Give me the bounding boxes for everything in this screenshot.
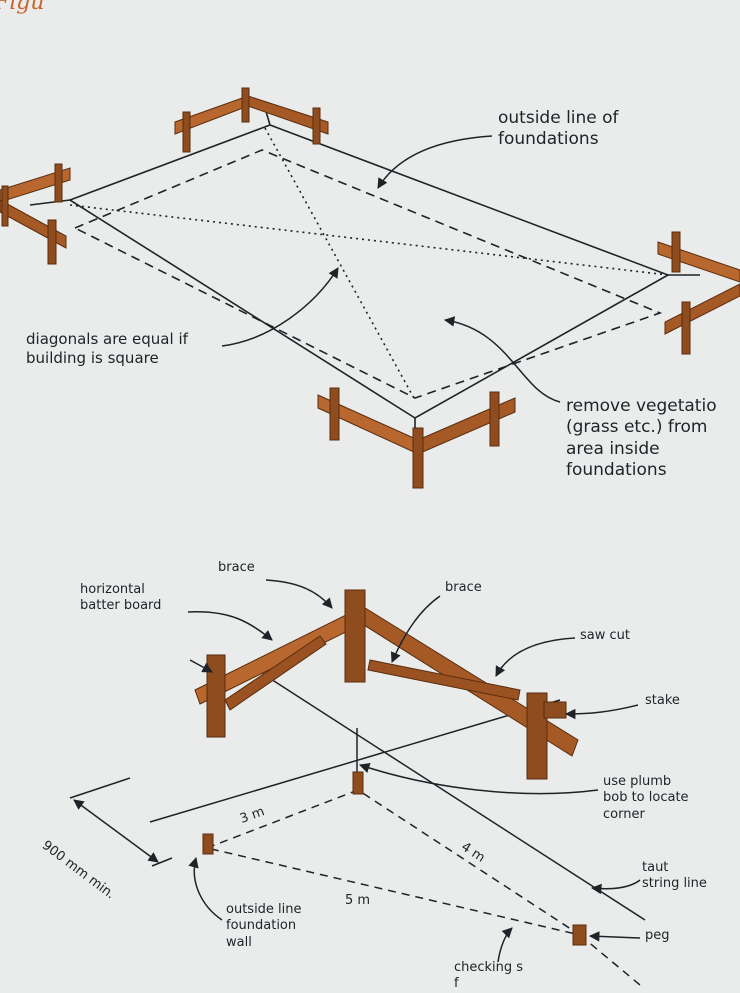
label-horizontal-batter-board: horizontal batter board [80, 582, 162, 614]
pointer-brace-right [390, 595, 441, 663]
label-brace-left: brace [218, 560, 255, 575]
corner-peg [352, 771, 364, 795]
pointer-stake [564, 704, 639, 720]
pointer-saw-cut [495, 637, 576, 677]
diagonal-line [264, 127, 416, 401]
label-outside-line: outside line of foundations [498, 108, 619, 150]
diagonal-line [69, 204, 669, 276]
dimension-5m-label: 5 m [345, 893, 371, 908]
taut-string-line [259, 671, 646, 921]
pointer-plumb [359, 762, 599, 795]
pointer-peg [588, 931, 641, 942]
label-brace-right: brace [445, 580, 482, 595]
check-triangle [204, 789, 581, 936]
label-stake: stake [645, 693, 680, 708]
bottom-pointers [187, 579, 641, 963]
taut-string-line [149, 699, 561, 823]
pointer-outside-wall [188, 856, 223, 921]
profile-right [657, 231, 740, 355]
check-line-extension [579, 934, 641, 986]
corner-profiles-top [0, 87, 740, 489]
peg [202, 833, 214, 855]
profile-front [317, 387, 516, 489]
label-diagonals: diagonals are equal if building is squar… [26, 330, 188, 367]
foundation-outline [73, 149, 663, 399]
label-outside-line-foundation-wall: outside line foundation wall [226, 902, 302, 950]
top-figure [29, 107, 700, 440]
string-line-extension [29, 107, 700, 440]
peg [572, 924, 587, 946]
figure-title: Figu [0, 0, 45, 15]
pointer-horizontal-batter [187, 611, 273, 641]
pointer-remove-veg [443, 316, 561, 403]
label-checking: checking s f [454, 960, 524, 992]
profile-left [0, 163, 71, 265]
string-line [68, 124, 670, 419]
top-pointers [221, 135, 561, 403]
pointer-diagonals [221, 267, 339, 347]
dimension-900 [73, 799, 159, 863]
label-saw-cut: saw cut [580, 628, 630, 643]
label-remove-vegetation: remove vegetatio (grass etc.) from area … [566, 396, 717, 480]
label-taut-string: taut string line [642, 860, 707, 892]
bottom-figure-lines [69, 671, 646, 986]
label-peg: peg [645, 928, 670, 943]
pointer-outside-line [377, 135, 493, 189]
pointer-taut [590, 879, 641, 895]
profile-back [174, 87, 329, 153]
pointer-brace-left [265, 579, 333, 609]
profile-detail [194, 589, 587, 946]
label-plumb-bob: use plumb bob to locate corner [603, 774, 689, 822]
pointer-checking [497, 927, 513, 963]
